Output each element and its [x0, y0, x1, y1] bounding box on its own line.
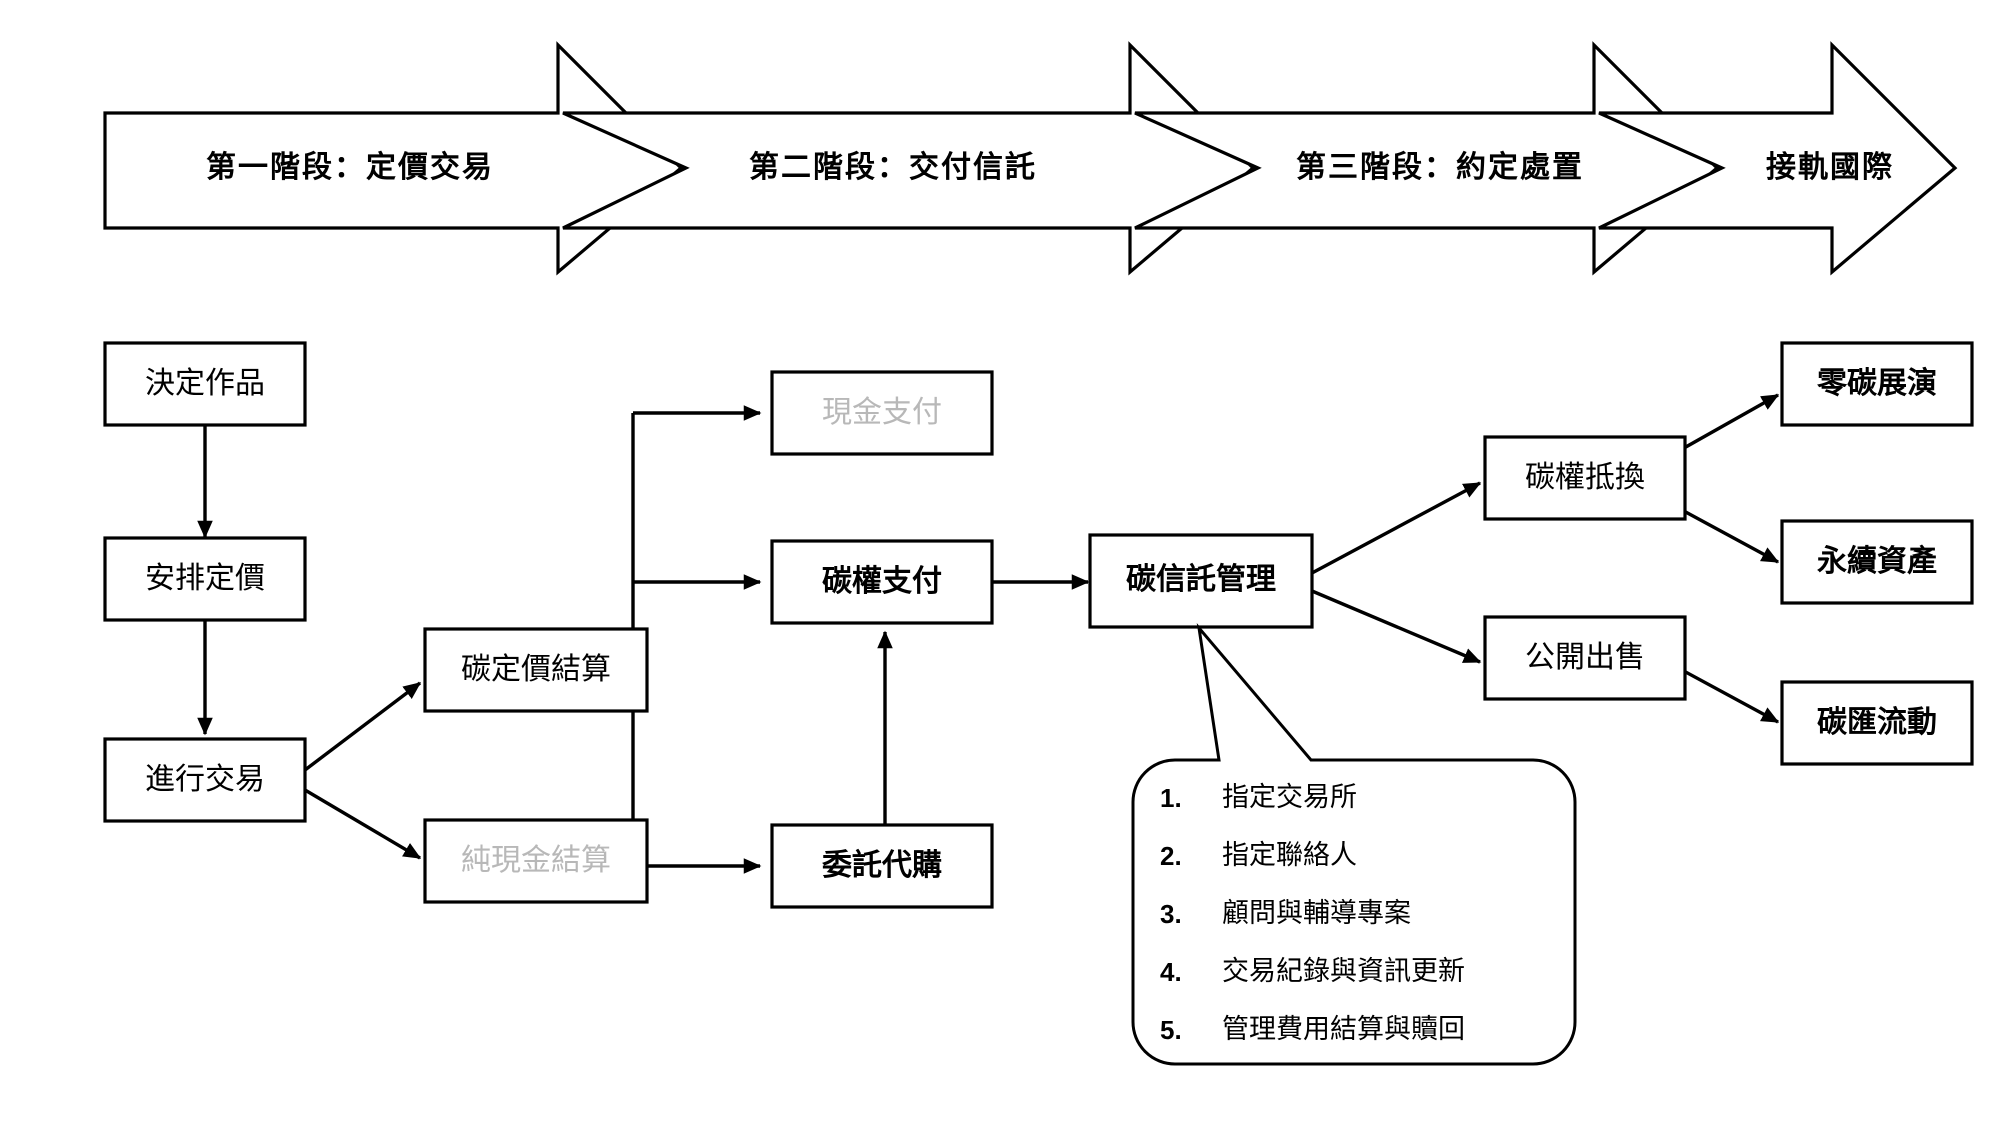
node-pure-cash-settle-label: 純現金結算 [461, 844, 611, 877]
node-pure-cash-settle[interactable]: 純現金結算 [423, 818, 649, 904]
node-carbon-price-settle[interactable]: 碳定價結算 [423, 627, 649, 713]
connector-trade-to-carbonprice [303, 681, 422, 772]
node-carbon-credit-pay-label: 碳權支付 [822, 565, 942, 598]
node-do-trade-label: 進行交易 [145, 763, 265, 796]
node-carbon-offset-label: 碳權抵換 [1525, 461, 1645, 494]
node-decide-work-label: 決定作品 [145, 367, 265, 400]
stage-label-2: 第二階段：交付信託 [749, 150, 1037, 184]
list-item-number: 4. [1160, 957, 1182, 987]
node-decide-work[interactable]: 決定作品 [103, 341, 307, 427]
callout-list: 1. 指定交易所 2. 指定聯絡人 3. 顧問與輔導專案 4. 交易紀錄與資訊更… [1160, 782, 1465, 1045]
node-carbon-sink-flow-label: 碳匯流動 [1817, 706, 1937, 739]
list-item: 2. 指定聯絡人 [1160, 840, 1357, 871]
stage-label-1: 第一階段：定價交易 [206, 150, 494, 184]
node-zero-carbon-show[interactable]: 零碳展演 [1780, 341, 1974, 427]
list-item-number: 1. [1160, 783, 1182, 813]
node-cash-pay[interactable]: 現金支付 [770, 370, 994, 456]
node-box [1483, 435, 1687, 521]
node-sustainable-asset[interactable]: 永續資產 [1780, 519, 1974, 605]
list-item: 1. 指定交易所 [1160, 782, 1357, 813]
stage-chevron-3 [1134, 41, 1720, 276]
callout-body [1131, 623, 1577, 1066]
node-commission-purchase[interactable]: 委託代購 [770, 823, 994, 909]
node-carbon-sink-flow[interactable]: 碳匯流動 [1780, 680, 1974, 766]
list-item: 4. 交易紀錄與資訊更新 [1160, 956, 1465, 987]
node-box [1780, 519, 1974, 605]
list-item-text: 管理費用結算與贖回 [1222, 1014, 1465, 1044]
node-box [103, 737, 307, 823]
connector-trust-to-publicsale [1311, 589, 1482, 664]
node-commission-purchase-label: 委託代購 [822, 848, 942, 882]
node-carbon-trust-mgmt-label: 碳信託管理 [1126, 562, 1276, 596]
node-box [770, 823, 994, 909]
node-box [1780, 680, 1974, 766]
node-layer: 決定作品 安排定價 進行交易 碳定價結算 純現金結算 現金支付 [103, 341, 1974, 909]
list-item-number: 5. [1160, 1015, 1182, 1045]
node-arrange-price-label: 安排定價 [145, 562, 265, 595]
stage-banner: 第一階段：定價交易 第二階段：交付信託 第三階段：約定處置 接軌國際 [103, 41, 1958, 276]
node-box [770, 370, 994, 456]
node-box [1780, 341, 1974, 427]
stage-chevron-2 [562, 41, 1256, 276]
node-box [423, 627, 649, 713]
node-cash-pay-label: 現金支付 [822, 396, 942, 429]
list-item: 5. 管理費用結算與贖回 [1160, 1014, 1465, 1045]
node-carbon-trust-mgmt[interactable]: 碳信託管理 [1088, 533, 1314, 629]
list-item-text: 指定聯絡人 [1222, 840, 1357, 870]
list-item-number: 2. [1160, 841, 1182, 871]
node-carbon-credit-pay[interactable]: 碳權支付 [770, 539, 994, 625]
list-item-text: 顧問與輔導專案 [1222, 898, 1411, 928]
node-zero-carbon-show-label: 零碳展演 [1817, 367, 1937, 400]
node-box [423, 818, 649, 904]
stage-label-3: 第三階段：約定處置 [1296, 150, 1584, 184]
node-public-sale-label: 公開出售 [1525, 641, 1645, 674]
node-box [770, 539, 994, 625]
node-arrange-price[interactable]: 安排定價 [103, 536, 307, 622]
connector-trust-to-offset [1311, 481, 1482, 575]
node-carbon-offset[interactable]: 碳權抵換 [1483, 435, 1687, 521]
list-item-number: 3. [1160, 899, 1182, 929]
list-item-text: 指定交易所 [1222, 782, 1357, 812]
node-box [1483, 615, 1687, 701]
node-carbon-price-settle-label: 碳定價結算 [461, 653, 611, 686]
node-box [1088, 533, 1314, 629]
connector-trade-to-purecash [304, 788, 422, 860]
node-do-trade[interactable]: 進行交易 [103, 737, 307, 823]
list-item: 3. 顧問與輔導專案 [1160, 898, 1411, 929]
node-public-sale[interactable]: 公開出售 [1483, 615, 1687, 701]
stage-chevron-4 [1598, 41, 1958, 276]
node-box [103, 341, 307, 427]
stage-label-4: 接軌國際 [1766, 151, 1894, 184]
node-box [103, 536, 307, 622]
node-sustainable-asset-label: 永續資產 [1817, 544, 1937, 578]
list-item-text: 交易紀錄與資訊更新 [1222, 956, 1465, 986]
trust-detail-callout: 1. 指定交易所 2. 指定聯絡人 3. 顧問與輔導專案 4. 交易紀錄與資訊更… [1131, 623, 1577, 1066]
